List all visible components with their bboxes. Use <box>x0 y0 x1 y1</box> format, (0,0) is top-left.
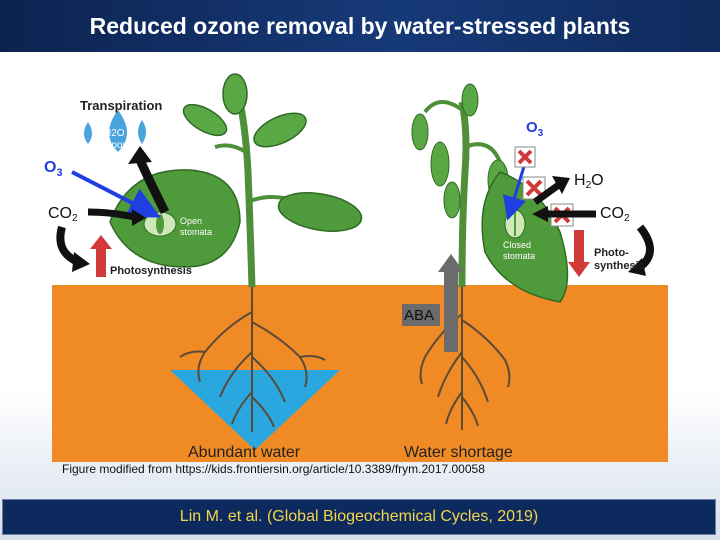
open-stomata-label-2: stomata <box>180 227 212 237</box>
closed-stomata-label-2: stomata <box>503 251 535 261</box>
blocked-ozone-icon <box>514 146 536 168</box>
photosynthesis-label-right-2: synthesis <box>594 260 645 272</box>
citation: Lin M. et al. (Global Biogeochemical Cyc… <box>179 508 539 525</box>
h2o-label: H2O <box>104 128 125 139</box>
closed-stomata-label-1: Closed <box>503 240 531 250</box>
co2-label-right: CO2 <box>600 205 630 224</box>
footer-bar <box>2 499 716 535</box>
soil-layer <box>52 285 668 462</box>
photosynthesis-label-right-1: Photo- <box>594 247 629 259</box>
transpiration-label: Transpiration <box>80 98 162 113</box>
ozone-arrow-left <box>71 170 161 218</box>
vapour-drop-icon <box>109 110 127 152</box>
water-pool <box>170 370 340 450</box>
abundant-water-label: Abundant water <box>188 444 301 461</box>
ozone-label-left: O3 <box>44 159 63 179</box>
blocked-water-icon <box>522 176 546 200</box>
vapour-label: Vapour <box>100 140 132 151</box>
vapour-drop-icon <box>84 122 92 144</box>
aba-arrow <box>444 270 458 352</box>
co2-label-left: CO2 <box>48 205 78 224</box>
plant-diagram: Transpiration H2O Vapour O3 CO2 Open sto… <box>44 73 668 462</box>
vapour-drop-icon <box>138 120 146 144</box>
h2o-label-right: H2O <box>574 172 604 191</box>
figure-credit: Figure modified from https://kids.fronti… <box>62 462 485 476</box>
photosynthesis-label-left: Photosynthesis <box>110 265 192 277</box>
title-bar <box>0 0 720 52</box>
open-stomata-label-1: Open <box>180 216 202 226</box>
ozone-label-right: O3 <box>526 119 544 139</box>
water-shortage-label: Water shortage <box>404 444 513 461</box>
slide-title: Reduced ozone removal by water-stressed … <box>89 13 631 39</box>
aba-label: ABA <box>404 307 434 324</box>
